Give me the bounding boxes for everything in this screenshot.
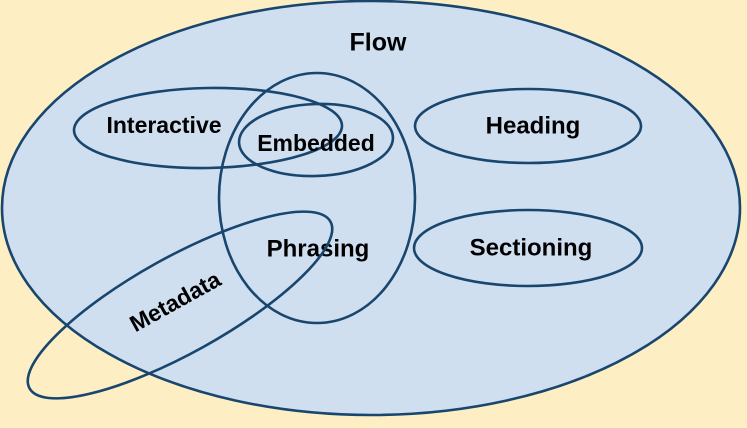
phrasing-ellipse[interactable] — [217, 71, 417, 325]
interactive-ellipse[interactable] — [72, 86, 344, 171]
set-interactive[interactable]: Interactive — [72, 86, 344, 171]
flow-label: Flow — [350, 29, 407, 57]
set-sectioning[interactable]: Sectioning — [412, 208, 644, 288]
sectioning-ellipse[interactable] — [412, 208, 644, 288]
flow-ellipse[interactable] — [0, 0, 742, 417]
set-flow[interactable]: Flow — [0, 0, 742, 417]
set-heading[interactable]: Heading — [413, 87, 643, 165]
metadata-ellipse[interactable] — [6, 180, 353, 428]
embedded-ellipse[interactable] — [237, 101, 395, 178]
heading-label: Heading — [486, 112, 581, 139]
heading-ellipse[interactable] — [413, 87, 643, 165]
interactive-label: Interactive — [106, 112, 221, 138]
sectioning-label: Sectioning — [470, 234, 593, 261]
embedded-label: Embedded — [257, 130, 375, 156]
set-embedded[interactable]: Embedded — [237, 101, 395, 178]
